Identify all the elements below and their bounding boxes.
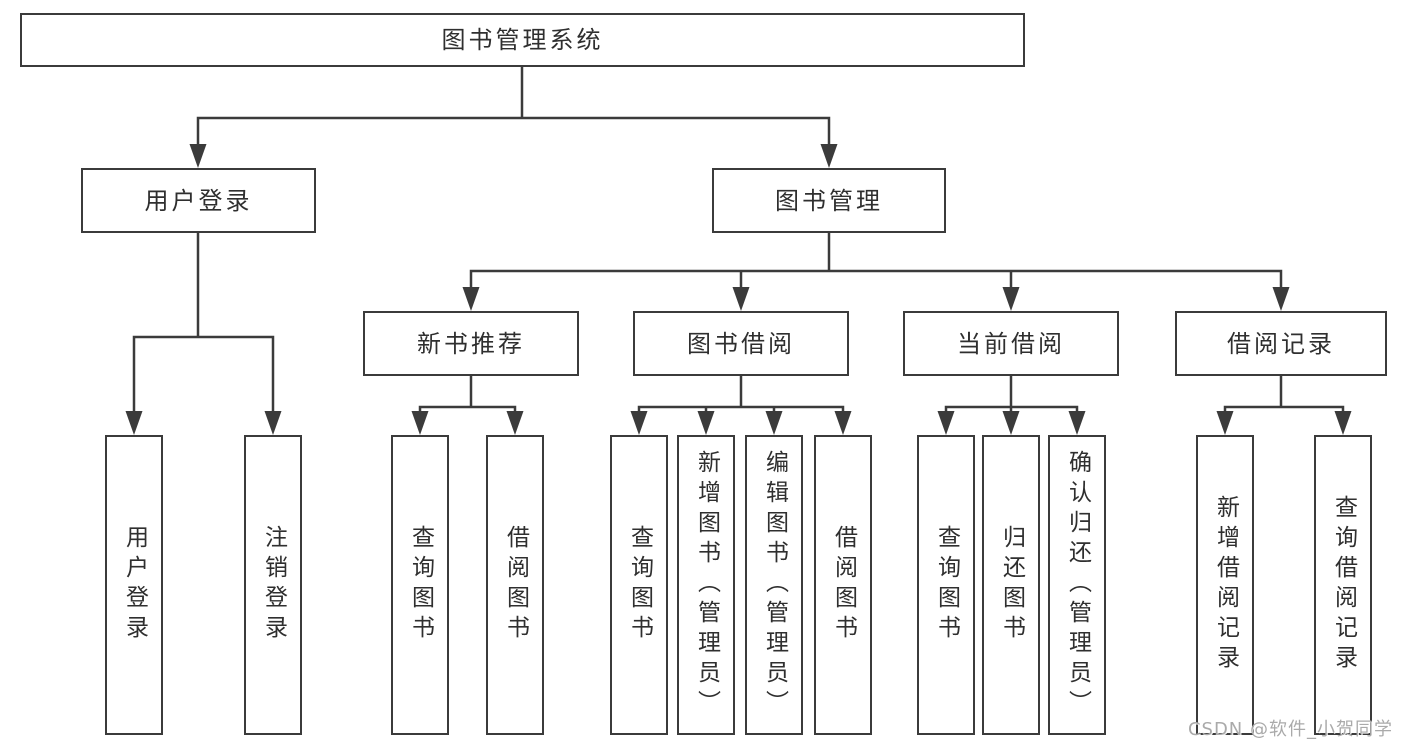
leaf-bb-query-books-label: 查询图书 — [626, 525, 653, 645]
arrow-to-cb-query — [937, 411, 955, 435]
leaf-logout-login: 注销登录 — [244, 435, 302, 735]
leaf-bb-edit-books-admin-label: 编辑图书（管理员） — [761, 450, 788, 720]
node-borrowing-records: 借阅记录 — [1175, 311, 1387, 376]
leaf-cb-return-books: 归还图书 — [982, 435, 1040, 735]
arrow-to-book-borrowing — [732, 287, 750, 311]
node-user-login: 用户登录 — [81, 168, 316, 233]
arrow-to-leaf-logout — [264, 411, 282, 435]
connector-nbr-spread — [418, 405, 517, 416]
arrow-to-cb-return — [1002, 411, 1020, 435]
leaf-cb-query-books-label: 查询图书 — [933, 525, 960, 645]
node-borrowing-records-label: 借阅记录 — [1227, 329, 1335, 358]
node-current-borrowing: 当前借阅 — [903, 311, 1119, 376]
arrow-to-bb-query — [630, 411, 648, 435]
leaf-nbr-borrow-books-label: 借阅图书 — [502, 525, 529, 645]
leaf-br-add-borrow-record: 新增借阅记录 — [1196, 435, 1254, 735]
leaf-user-login: 用户登录 — [105, 435, 163, 735]
arrow-to-book-management — [820, 144, 838, 168]
leaf-bb-add-books-admin: 新增图书（管理员） — [677, 435, 735, 735]
leaf-bb-add-books-admin-label: 新增图书（管理员） — [693, 450, 720, 720]
node-book-borrowing-label: 图书借阅 — [687, 329, 795, 358]
node-root-label: 图书管理系统 — [441, 26, 604, 54]
arrow-to-nbr-borrow — [506, 411, 524, 435]
leaf-bb-edit-books-admin: 编辑图书（管理员） — [745, 435, 803, 735]
leaf-nbr-query-books: 查询图书 — [391, 435, 449, 735]
connector-cb-spread — [944, 405, 1079, 416]
arrow-to-leaf-user-login — [125, 411, 143, 435]
arrow-to-br-add — [1216, 411, 1234, 435]
leaf-cb-return-books-label: 归还图书 — [998, 525, 1025, 645]
arrow-to-user-login — [189, 144, 207, 168]
connector-root-spread — [196, 116, 831, 148]
arrow-to-bb-borrow — [834, 411, 852, 435]
node-book-management-label: 图书管理 — [775, 186, 883, 215]
arrow-to-nbr-query — [411, 411, 429, 435]
arrow-to-current-borrowing — [1002, 287, 1020, 311]
leaf-bb-query-books: 查询图书 — [610, 435, 668, 735]
node-book-management: 图书管理 — [712, 168, 946, 233]
leaf-br-query-borrow-record-label: 查询借阅记录 — [1330, 495, 1357, 675]
connector-br-spread — [1223, 405, 1345, 416]
node-user-login-label: 用户登录 — [144, 186, 253, 215]
connector-user-login-spread — [132, 335, 275, 418]
leaf-nbr-borrow-books: 借阅图书 — [486, 435, 544, 735]
leaf-bb-borrow-books: 借阅图书 — [814, 435, 872, 735]
arrow-to-cb-confirm — [1068, 411, 1086, 435]
leaf-br-query-borrow-record: 查询借阅记录 — [1314, 435, 1372, 735]
node-current-borrowing-label: 当前借阅 — [957, 329, 1065, 358]
node-new-book-recommend: 新书推荐 — [363, 311, 579, 376]
arrow-to-br-query — [1334, 411, 1352, 435]
leaf-logout-login-label: 注销登录 — [260, 525, 287, 645]
leaf-user-login-label: 用户登录 — [121, 525, 148, 645]
node-book-borrowing: 图书借阅 — [633, 311, 849, 376]
node-root: 图书管理系统 — [20, 13, 1025, 67]
leaf-cb-query-books: 查询图书 — [917, 435, 975, 735]
leaf-cb-confirm-return-admin: 确认归还（管理员） — [1048, 435, 1106, 735]
leaf-br-add-borrow-record-label: 新增借阅记录 — [1212, 495, 1239, 675]
connector-bb-spread — [637, 405, 845, 416]
watermark: CSDN @软件_小贺同学 — [1187, 719, 1393, 740]
arrow-to-bb-edit — [765, 411, 783, 435]
connector-book-mgmt-spread — [469, 269, 1283, 293]
leaf-bb-borrow-books-label: 借阅图书 — [830, 525, 857, 645]
arrow-to-new-book-recommend — [462, 287, 480, 311]
arrow-to-borrowing-records — [1272, 287, 1290, 311]
leaf-nbr-query-books-label: 查询图书 — [407, 525, 434, 645]
leaf-cb-confirm-return-admin-label: 确认归还（管理员） — [1064, 450, 1091, 720]
arrow-to-bb-add — [697, 411, 715, 435]
node-new-book-recommend-label: 新书推荐 — [417, 329, 525, 358]
